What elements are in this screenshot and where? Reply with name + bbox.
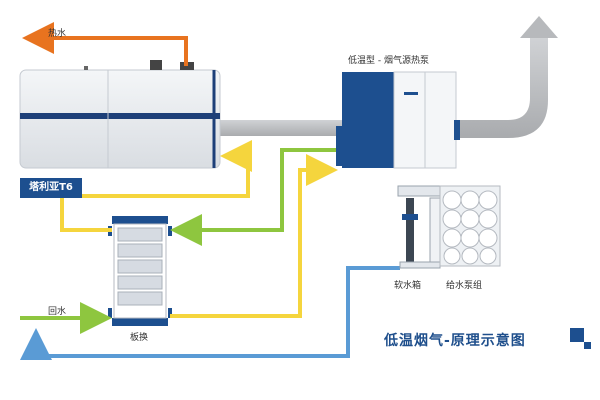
softener-tank xyxy=(397,185,443,269)
heat-pump-green-loop xyxy=(170,148,336,246)
feed-pump-unit xyxy=(439,185,501,267)
diagram-title: 低温烟气-原理示意图 xyxy=(384,333,526,349)
boiler-supply-loop xyxy=(60,140,252,232)
plate-exchanger-label: 板换 xyxy=(130,333,149,343)
feed-water-line xyxy=(20,266,400,360)
flue-pipe-lower xyxy=(218,120,346,136)
return-water-label: 回水 xyxy=(48,307,67,317)
title-square-icon xyxy=(570,328,584,342)
exhaust-arrow-icon xyxy=(520,16,558,38)
softener-tank-label: 软水箱 xyxy=(394,281,422,291)
heat-pump-yellow-loop xyxy=(170,154,338,318)
plate-heat-exchanger xyxy=(108,216,172,326)
hot-water-line xyxy=(22,22,188,66)
title-small-square-icon xyxy=(584,342,591,349)
exhaust-stack xyxy=(455,38,548,138)
boiler-unit xyxy=(19,60,221,169)
heat-pump-unit xyxy=(336,71,460,169)
heat-pump-label: 低温型 - 烟气源热泵 xyxy=(348,56,429,66)
hot-water-label: 热水 xyxy=(48,29,67,39)
boiler-valve-icon xyxy=(150,60,162,70)
feed-pump-label: 给水泵组 xyxy=(446,281,483,291)
boiler-label: 塔利亚T6 xyxy=(20,178,82,198)
